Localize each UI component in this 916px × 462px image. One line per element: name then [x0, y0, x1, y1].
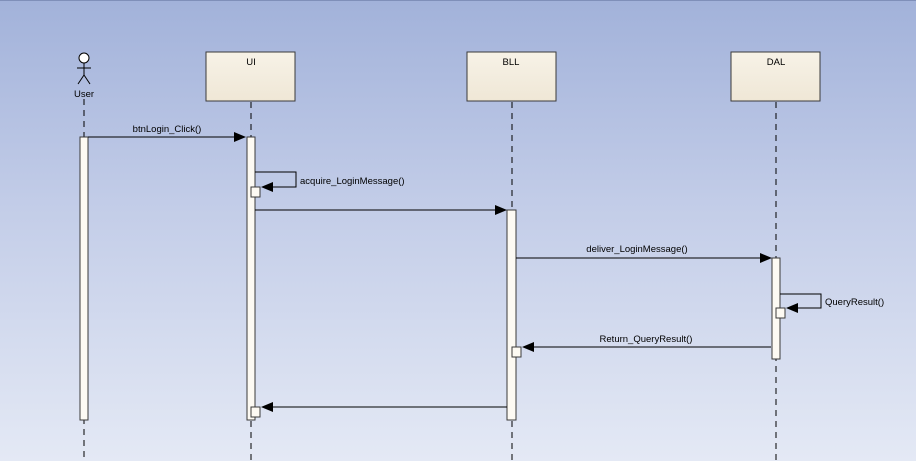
- message-btnlogin-click[interactable]: btnLogin_Click(): [88, 124, 246, 142]
- activation-bll-nested: [511, 346, 522, 358]
- message-label: QueryResult(): [825, 297, 884, 308]
- arrowhead-icon: [760, 253, 772, 263]
- message-label: Return_QueryResult(): [600, 334, 693, 345]
- activation-bll: [506, 209, 517, 421]
- message-bll-to-ui[interactable]: [261, 402, 507, 412]
- lifeline-dal-label: DAL: [767, 57, 785, 68]
- message-label: acquire_LoginMessage(): [300, 176, 405, 187]
- message-label: deliver_LoginMessage(): [586, 244, 687, 255]
- message-queryresult[interactable]: QueryResult(): [780, 293, 884, 313]
- arrowhead-icon: [261, 182, 273, 192]
- message-label: btnLogin_Click(): [133, 124, 202, 135]
- arrowhead-icon: [261, 402, 273, 412]
- activation-dal-nested: [775, 307, 786, 319]
- lifeline-dal-header[interactable]: DAL: [730, 51, 821, 102]
- arrowhead-icon: [522, 342, 534, 352]
- activation-ui: [246, 136, 256, 421]
- actor-user-label: User: [74, 89, 94, 100]
- message-return-queryresult[interactable]: Return_QueryResult(): [522, 334, 771, 352]
- arrowhead-icon: [786, 303, 798, 313]
- lifeline-ui-label: UI: [246, 57, 256, 68]
- lifeline-bll-label: BLL: [503, 57, 520, 68]
- lifeline-bll-header[interactable]: BLL: [466, 51, 557, 102]
- arrowhead-icon: [234, 132, 246, 142]
- arrowhead-icon: [495, 205, 507, 215]
- message-ui-to-bll[interactable]: [255, 205, 507, 215]
- lifeline-ui-header[interactable]: UI: [205, 51, 296, 102]
- message-deliver-loginmessage[interactable]: deliver_LoginMessage(): [516, 244, 772, 263]
- actor-user[interactable]: User: [74, 52, 94, 100]
- activation-ui-nested-2: [250, 406, 261, 418]
- message-acquire-loginmessage[interactable]: acquire_LoginMessage(): [255, 171, 405, 192]
- stick-figure-icon: [77, 52, 91, 85]
- activation-ui-nested-1: [250, 186, 261, 198]
- activation-user: [79, 136, 89, 421]
